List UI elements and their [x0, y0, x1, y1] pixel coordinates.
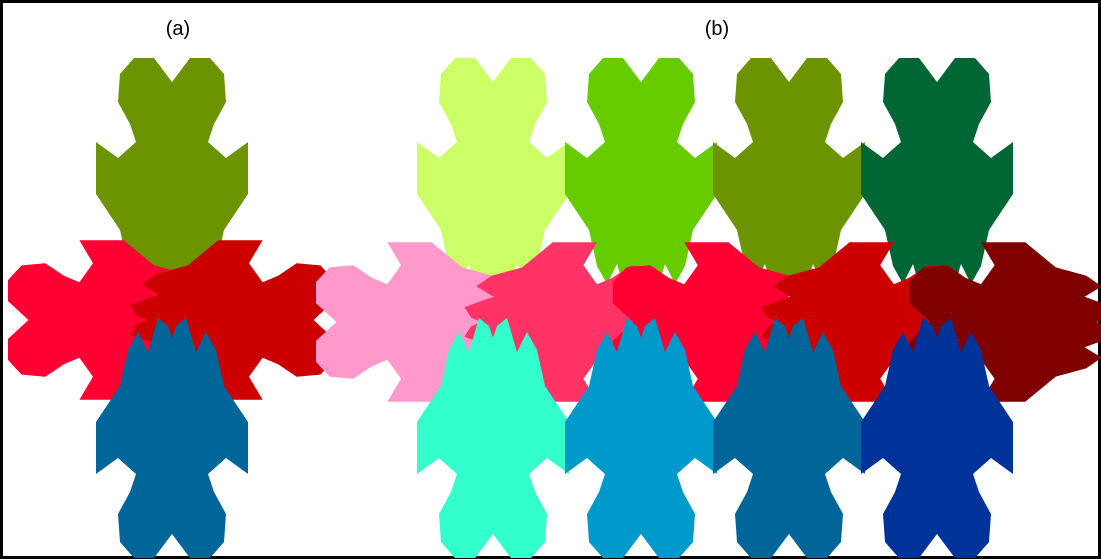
panel-b-label: (b) — [704, 18, 730, 40]
panel-b-tile-down — [417, 318, 569, 558]
panel-b-tile-down — [861, 318, 1013, 558]
panel-b-tile-up — [565, 58, 717, 298]
panel-b-tile-up — [861, 58, 1013, 298]
panel-b-tile-down — [713, 318, 865, 558]
panel-a-tile-down — [96, 318, 248, 558]
panel-b-tile-up — [417, 58, 569, 298]
panel-a-tile-up — [96, 58, 248, 298]
panel-b-tile-up — [713, 58, 865, 298]
panel-a-label: (a) — [165, 18, 191, 40]
panel-b-tile-down — [565, 318, 717, 558]
